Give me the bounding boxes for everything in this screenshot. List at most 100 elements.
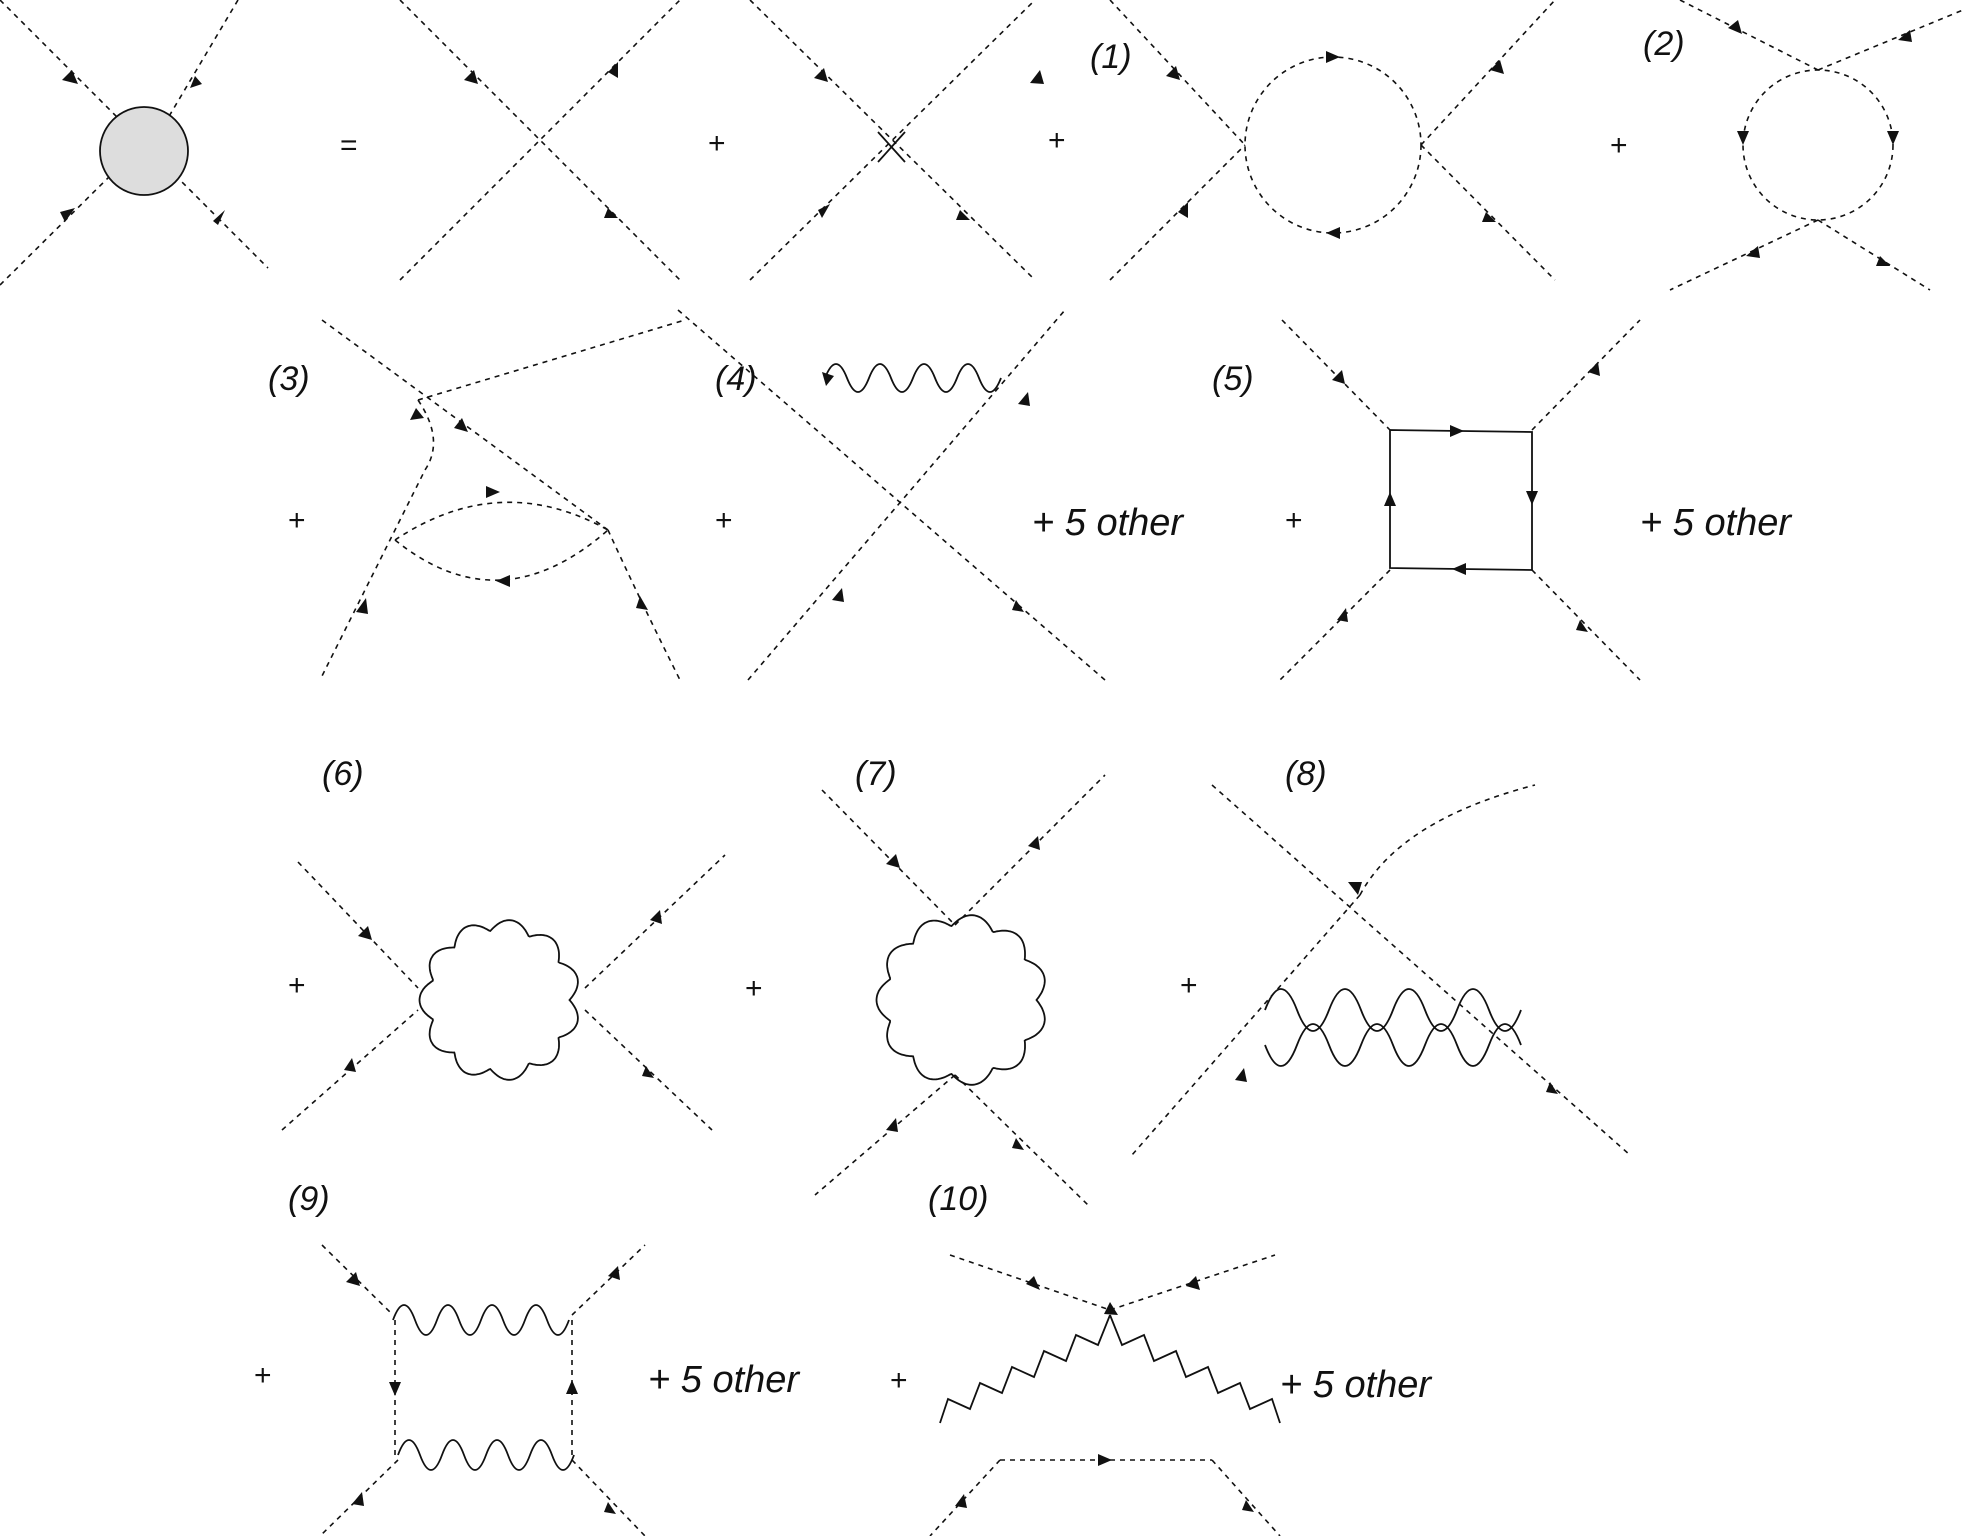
arrow-marker: [1030, 70, 1044, 84]
arrow-marker: [1326, 51, 1340, 63]
diagram-4-gauge-exchange: [677, 309, 1106, 681]
plus-sign: +: [1048, 124, 1066, 157]
arrow-marker: [822, 372, 834, 386]
other-terms-text: + 5 other: [1032, 502, 1184, 544]
diagram-2-scalar-bubble-t-channel: [1669, 0, 1963, 291]
arrow-marker: [1186, 1276, 1200, 1290]
plus-sign: +: [1285, 504, 1303, 537]
arrow-marker: [496, 575, 510, 587]
gauge-loop: [418, 919, 579, 1081]
arrow-marker: [454, 418, 468, 432]
diagram-label-6: (6): [322, 755, 364, 793]
diagram-label-8: (8): [1285, 755, 1327, 793]
other-terms-text: + 5 other: [1640, 502, 1792, 544]
fermion-loop: [1389, 429, 1533, 571]
arrow-marker: [1576, 620, 1588, 632]
arrow-marker: [389, 1382, 401, 1396]
arrow-marker: [346, 1272, 360, 1286]
arrow-marker: [1326, 227, 1340, 239]
arrow-marker: [608, 62, 618, 78]
diagram-9-gauge-box: [319, 1244, 646, 1536]
diagram-label-3: (3): [268, 360, 310, 398]
arrow-marker: [1337, 608, 1348, 622]
arrow-marker: [1746, 246, 1760, 258]
arrow-marker: [464, 70, 478, 84]
gauge-propagator: [1264, 1023, 1522, 1067]
arrow-marker: [1348, 882, 1362, 895]
other-terms-text: + 5 other: [1280, 1364, 1432, 1406]
arrow-marker: [832, 588, 844, 602]
gauge-propagator: [939, 1314, 1111, 1424]
diagram-label-10: (10): [928, 1180, 988, 1218]
arrow-marker: [1546, 1082, 1558, 1094]
arrow-marker: [1490, 60, 1504, 74]
arrow-marker: [352, 1492, 364, 1506]
arrow-marker: [1026, 1276, 1040, 1290]
arrow-marker: [956, 210, 970, 220]
plus-sign: +: [254, 1359, 272, 1392]
plus-sign: +: [708, 127, 726, 160]
arrow-marker: [1898, 30, 1912, 42]
diagram-label-5: (5): [1212, 360, 1254, 398]
arrow-marker: [650, 910, 662, 924]
diagram-label-2: (2): [1643, 25, 1685, 63]
arrow-marker: [60, 208, 75, 222]
arrow-marker: [1235, 1068, 1247, 1082]
arrow-marker: [1104, 1302, 1118, 1315]
diagram-label-7: (7): [855, 755, 897, 793]
plus-sign: +: [1180, 969, 1198, 1002]
arrow-marker: [814, 68, 828, 82]
plus-sign: +: [890, 1364, 908, 1397]
arrow-marker: [886, 1118, 898, 1132]
arrow-marker: [410, 408, 424, 420]
arrow-marker: [1452, 563, 1466, 575]
arrow-marker: [486, 486, 500, 498]
effective-vertex-blob: [99, 106, 189, 196]
arrow-marker: [604, 208, 618, 218]
plus-sign: +: [745, 972, 763, 1005]
arrow-marker: [1384, 492, 1396, 506]
equals-sign: =: [340, 129, 358, 162]
diagram-label-9: (9): [288, 1180, 330, 1218]
diagram-label-4: (4): [715, 360, 757, 398]
plus-sign: +: [288, 504, 306, 537]
arrow-marker: [1332, 370, 1345, 384]
diagram-6-gauge-loop: [281, 854, 726, 1131]
arrow-marker: [356, 598, 368, 614]
plus-sign: +: [1610, 129, 1628, 162]
arrow-marker: [608, 1266, 620, 1280]
gauge-loop: [875, 914, 1046, 1086]
diagram-label-1: (1): [1090, 38, 1132, 76]
diagram-10-gauge-triangle: [929, 1254, 1281, 1536]
diagram-3-scalar-bubble-vertex: [319, 319, 686, 681]
other-terms-text: + 5 other: [648, 1359, 800, 1401]
gauge-propagator: [824, 363, 1002, 393]
gauge-propagator: [392, 1304, 570, 1336]
arrow-marker: [1876, 256, 1890, 266]
arrow-marker: [1887, 131, 1899, 145]
arrow-marker: [190, 76, 202, 88]
diagram-8-gauge-bubble: [1131, 784, 1631, 1156]
arrow-marker: [1728, 20, 1742, 34]
arrow-marker: [1450, 425, 1464, 437]
arrow-marker: [1098, 1454, 1112, 1466]
arrow-marker: [62, 70, 78, 84]
arrow-marker: [344, 1058, 356, 1072]
arrow-marker: [1012, 1138, 1024, 1150]
arrow-marker: [1242, 1500, 1254, 1512]
tree-vertex: [399, 0, 681, 281]
arrow-marker: [886, 854, 900, 868]
arrow-marker: [1588, 362, 1600, 376]
arrow-marker: [566, 1380, 578, 1394]
arrow-marker: [1737, 131, 1749, 145]
plus-sign: +: [288, 969, 306, 1002]
gauge-propagator: [397, 1439, 575, 1471]
diagram-5-fermion-box: [1279, 319, 1641, 681]
diagram-1-scalar-bubble: [1109, 0, 1556, 281]
arrow-marker: [955, 1494, 967, 1508]
arrow-marker: [1018, 392, 1030, 406]
arrow-marker: [1166, 66, 1180, 80]
arrow-marker: [818, 204, 830, 218]
arrow-marker: [1012, 600, 1024, 612]
arrow-marker: [1178, 202, 1188, 218]
